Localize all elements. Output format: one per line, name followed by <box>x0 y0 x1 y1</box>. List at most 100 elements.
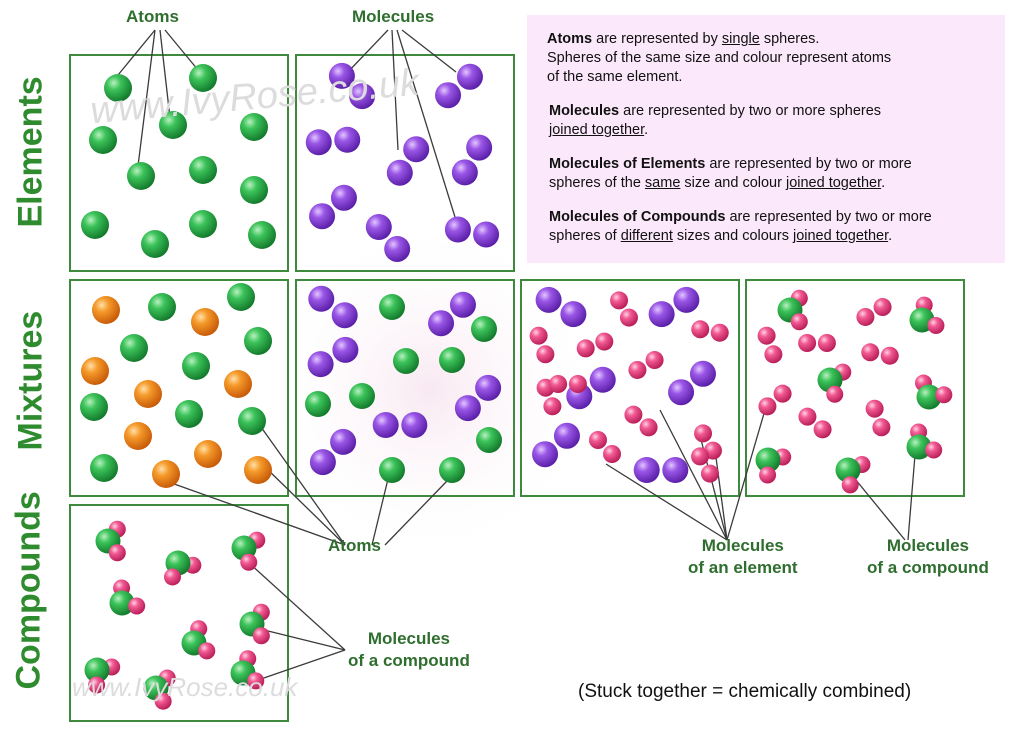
panel-compounds <box>69 504 289 722</box>
atom-sphere <box>379 294 405 320</box>
compound-molecule <box>163 550 202 586</box>
molecule <box>628 351 664 379</box>
panel-mixture-compounds <box>745 279 965 497</box>
molecule <box>588 430 622 464</box>
atom-sphere <box>127 162 155 190</box>
top-label-atoms: Atoms <box>126 7 179 26</box>
molecule <box>633 457 689 483</box>
watermark-bottom: www.IvyRose.co.uk <box>72 672 298 702</box>
molecule-sphere <box>532 441 559 468</box>
callout-line <box>255 419 346 546</box>
green-atom-sphere <box>916 384 942 410</box>
molecule-sphere <box>872 418 891 437</box>
molecule-sphere <box>648 301 675 328</box>
molecule-sphere <box>475 374 502 401</box>
atom-sphere <box>182 352 210 380</box>
molecule-sphere <box>331 302 358 329</box>
atom-sphere <box>189 64 217 92</box>
atom-sphere <box>244 327 272 355</box>
info-elements-text-d: . <box>881 175 886 191</box>
molecule-sphere <box>305 129 332 156</box>
molecule <box>856 298 892 326</box>
molecule-sphere <box>576 339 595 358</box>
callout-line <box>659 409 728 541</box>
compound-molecule <box>143 669 176 710</box>
molecule-sphere <box>349 83 376 110</box>
molecule-sphere <box>536 345 555 364</box>
callout-line <box>401 29 457 73</box>
atom-sphere <box>194 440 222 468</box>
row-label-elements: Elements <box>11 76 50 228</box>
atom-sphere <box>238 407 266 435</box>
molecule-sphere <box>456 63 483 90</box>
molecule <box>532 422 580 468</box>
molecule-sphere <box>549 375 568 393</box>
atom-sphere <box>379 457 405 483</box>
molecule-sphere <box>798 334 817 352</box>
molecule-sphere <box>535 286 562 313</box>
molecule-sphere <box>798 407 817 426</box>
compound-molecule <box>239 603 270 645</box>
atom-sphere <box>141 230 169 258</box>
atom-sphere <box>248 221 276 249</box>
compound-molecule <box>181 620 216 660</box>
callout-molecules-element: Molecules of an element <box>688 535 798 579</box>
molecule <box>798 334 836 352</box>
molecule-sphere <box>757 326 776 345</box>
molecule <box>328 62 376 110</box>
atom-sphere <box>89 126 117 154</box>
molecule-sphere <box>553 422 580 449</box>
molecule-sphere <box>386 159 413 186</box>
molecule <box>757 326 783 364</box>
molecule-sphere <box>428 310 455 337</box>
info-elements-emphasis-1: same <box>644 175 681 191</box>
info-compounds-emphasis-1: different <box>620 228 673 244</box>
molecule <box>668 360 716 406</box>
molecule-sphere <box>473 221 500 248</box>
callout-line <box>726 409 766 541</box>
atom-sphere <box>189 156 217 184</box>
atom-sphere <box>189 210 217 238</box>
molecule-sphere <box>384 235 411 262</box>
molecule-sphere <box>689 360 716 387</box>
molecule-sphere <box>543 397 562 416</box>
molecule-sphere <box>435 82 462 109</box>
info-panel: Atoms are represented by single spheres.… <box>527 15 1005 263</box>
callout-line <box>391 29 399 151</box>
info-elements-emphasis-2: joined together <box>785 175 882 191</box>
pink-atom-sphere <box>790 313 808 331</box>
atom-sphere <box>152 460 180 488</box>
atom-sphere <box>224 370 252 398</box>
callout-molecules-element-line2: of an element <box>688 558 798 577</box>
pink-atom-sphere <box>826 385 844 403</box>
panel-elements-atoms <box>69 54 289 272</box>
info-molecules: Molecules are represented by two or more… <box>549 102 881 140</box>
molecule <box>454 374 502 422</box>
row-label-compounds: Compounds <box>9 491 48 690</box>
atom-sphere <box>104 74 132 102</box>
footnote: (Stuck together = chemically combined) <box>578 681 912 702</box>
green-atom-sphere <box>109 590 135 616</box>
molecule <box>309 184 357 230</box>
info-atoms-line3: of the same element. <box>547 69 683 85</box>
pink-atom-sphere <box>240 553 258 571</box>
molecule <box>365 214 411 262</box>
pink-atom-sphere <box>128 597 146 615</box>
molecule <box>576 332 614 358</box>
molecule-sphere <box>691 447 710 466</box>
molecule-sphere <box>332 336 359 363</box>
molecule-sphere <box>700 464 719 483</box>
pink-atom-sphere <box>759 466 777 484</box>
molecule <box>624 405 658 437</box>
callout-line <box>907 454 916 541</box>
molecule <box>307 336 359 378</box>
compound-molecule <box>109 579 146 616</box>
pink-atom-sphere <box>252 627 270 645</box>
callout-line <box>714 449 728 541</box>
callout-line <box>164 29 199 71</box>
molecule <box>549 375 587 393</box>
molecule-sphere <box>624 405 643 424</box>
atom-sphere <box>120 334 148 362</box>
molecule <box>694 424 722 460</box>
atom-sphere <box>244 456 272 484</box>
